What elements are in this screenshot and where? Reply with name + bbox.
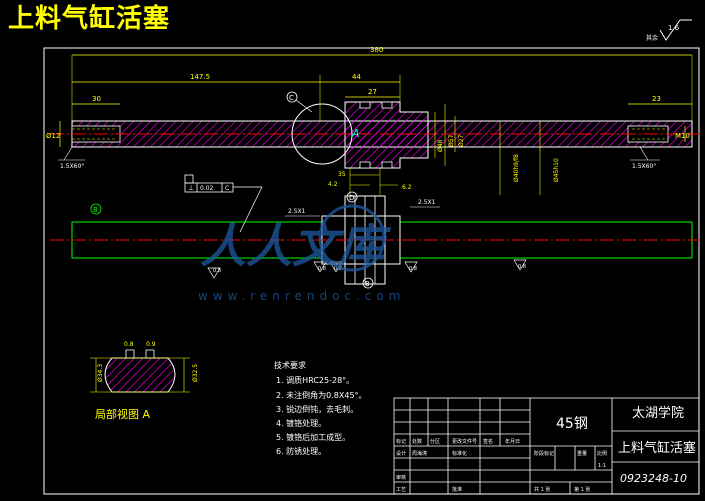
detail-dia-1: Ø34.3: [97, 364, 104, 382]
rev-count: 处数: [412, 438, 422, 445]
upper-section-view: A C 380 147.5 44 27 30 23 Ø12 M10: [46, 46, 700, 195]
datum-b-label: B: [93, 206, 98, 214]
detail-width-2: 0.9: [146, 341, 156, 348]
svg-text:0.8: 0.8: [318, 266, 326, 272]
svg-text:0.8: 0.8: [518, 264, 526, 270]
process-label: 工艺: [396, 487, 406, 493]
watermark-logo: 人人文库: [200, 219, 392, 273]
dim-30: 30: [92, 95, 101, 103]
stage-label: 阶段标记: [534, 450, 554, 457]
roughness-value: 1.6: [668, 24, 680, 32]
dim-left-dia: Ø12: [46, 132, 60, 140]
watermark: 人人文库 www.renrendoc.com: [198, 204, 405, 303]
roughness-mark-2: 0.8: [313, 261, 327, 273]
section-a-label: A: [351, 127, 360, 140]
detail-circle-a: [291, 103, 353, 165]
sheet-no: 第 1 张: [574, 486, 590, 493]
detail-dia-2: Ø32.5: [192, 364, 199, 382]
dim-6-2: 6.2: [402, 184, 412, 191]
roughness-mark-5: 0.8: [513, 259, 527, 271]
dim-35: 35: [338, 171, 346, 178]
chamfer-right-groove: 2.5X1: [418, 199, 436, 206]
rev-doc: 更改文件号: [452, 438, 477, 445]
rev-mark: 标记: [396, 438, 406, 445]
drawing-no: 0923248-10: [620, 472, 687, 485]
watermark-url: www.renrendoc.com: [198, 289, 405, 303]
chamfer-right-main: 1.5X60°: [632, 163, 656, 170]
detail-width-1: 0.8: [124, 341, 134, 348]
roughness-mark-1: 0.8: [207, 267, 221, 279]
weight-label: 重量: [577, 450, 587, 457]
chamfer-left-main: 1.5X60°: [60, 163, 84, 170]
approve-label: 批准: [452, 486, 462, 493]
tolerance-datum: C: [225, 185, 229, 192]
title-block: [393, 397, 700, 495]
svg-text:0.8: 0.8: [409, 266, 417, 272]
tech-item-5: 5. 镀铬后加工成型。: [276, 432, 350, 442]
dim-23: 23: [652, 95, 661, 103]
detail-view-a: Ø34.3 Ø32.5 0.8 0.9 局部视图 A: [90, 341, 199, 421]
rev-zone: 分区: [430, 438, 440, 445]
detail-caption: 局部视图 A: [95, 407, 150, 421]
scale-value: 1:1: [598, 463, 606, 469]
rev-sign: 签名: [483, 438, 493, 445]
dim-vertical-2: Ø45h10: [553, 158, 560, 182]
tolerance-value: 0.02: [200, 185, 214, 192]
rev-date: 年月日: [505, 438, 520, 445]
drawing-border: [43, 47, 700, 495]
designer-label: 设计: [396, 450, 406, 457]
datum-d-label: D: [349, 194, 354, 202]
svg-text:0.8: 0.8: [334, 266, 342, 272]
roughness-mark-4: 0.8: [404, 261, 418, 273]
chamfer-left-groove: 2.5X1: [288, 208, 306, 215]
dim-dia-27: Ø27: [458, 134, 465, 147]
drawing-title: 上料气缸活塞: [8, 4, 171, 34]
sheet-total: 共 1 张: [534, 486, 550, 493]
lower-external-view: B D B 2.5X1 2.5X1 0.8 0.8 0.8 0.8 0.8: [50, 191, 700, 289]
designer-name: 周海涛: [412, 450, 427, 457]
dim-27: 27: [368, 88, 377, 96]
datum-e-label: B: [365, 280, 370, 288]
dim-right-dia: M10: [675, 132, 690, 140]
material: 45钢: [556, 416, 588, 432]
tech-item-1: 1. 调质HRC25-28°。: [276, 375, 354, 385]
datum-c-label: C: [289, 94, 294, 102]
roughness-symbol: 其余 1.6: [646, 19, 692, 42]
tolerance-symbol: ⊥: [188, 184, 194, 192]
part-name: 上料气缸活塞: [618, 440, 696, 456]
tech-heading: 技术要求: [274, 360, 306, 370]
tech-requirements: 技术要求 1. 调质HRC25-28°。 2. 未注倒角为0.8X45°。 3.…: [274, 360, 367, 456]
tolerance-frame: ⊥ 0.02 C: [184, 174, 263, 233]
title-block-text: 标记 处数 分区 更改文件号 签名 年月日 设计 周海涛 标准化 审核 工艺 批…: [396, 405, 696, 493]
dim-147-5: 147.5: [190, 73, 210, 81]
tech-item-2: 2. 未注倒角为0.8X45°。: [276, 390, 367, 400]
dim-total-text: 380: [370, 46, 383, 54]
school: 太湖学院: [632, 405, 684, 421]
dim-4-2: 4.2: [328, 181, 338, 188]
tech-item-3: 3. 锐边倒钝，去毛刺。: [276, 404, 358, 414]
dim-44: 44: [352, 73, 361, 81]
scale-label: 比例: [597, 450, 607, 457]
roughness-note: 其余: [646, 34, 658, 42]
review-label: 审核: [396, 474, 406, 481]
tech-item-6: 6. 防锈处理。: [276, 446, 326, 456]
dim-dia-57: Ø57: [448, 134, 455, 147]
dim-dia-48: Ø48: [437, 139, 444, 152]
dim-vertical-1: Ø40h9/f8: [513, 154, 520, 182]
tech-item-4: 4. 镀铬处理。: [276, 418, 326, 428]
standardize-label: 标准化: [452, 450, 467, 457]
svg-text:0.8: 0.8: [213, 268, 221, 274]
